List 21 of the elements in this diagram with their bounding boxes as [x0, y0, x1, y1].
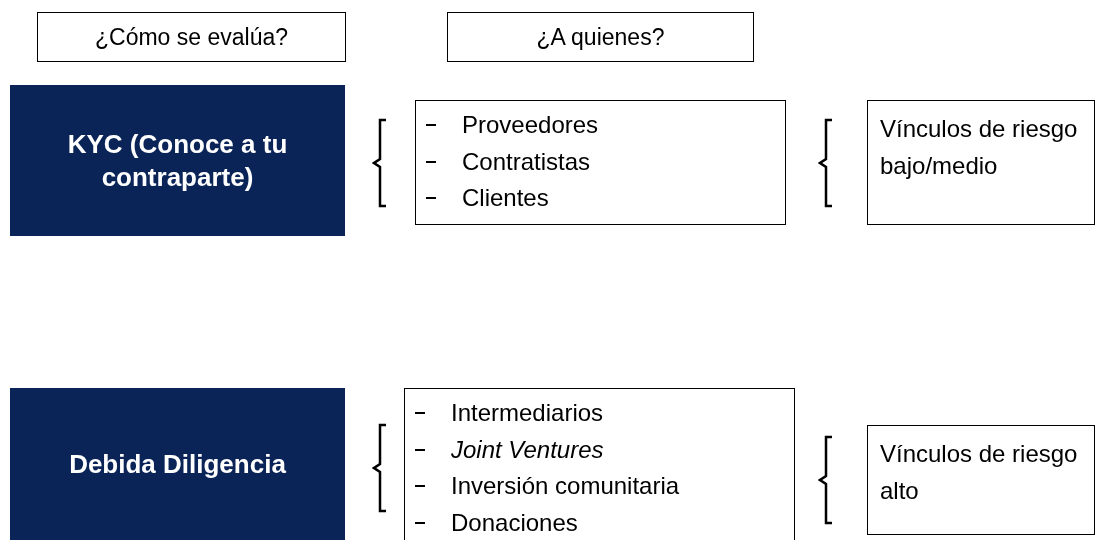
heading-text: ¿A quienes? — [536, 23, 665, 51]
heading-text: ¿Cómo se evalúa? — [94, 23, 288, 51]
list-item: Donaciones — [451, 508, 578, 536]
column-heading — [37, 12, 346, 62]
list-item: Inversión comunitaria — [451, 472, 680, 499]
list-item: Joint Ventures — [451, 435, 604, 463]
method-box — [10, 85, 345, 236]
list-item: Clientes — [462, 184, 549, 211]
text-box — [867, 100, 1095, 225]
text-box — [867, 425, 1095, 535]
column-heading — [447, 12, 754, 62]
box-text: Vínculos de riesgo bajo/medio — [880, 115, 1078, 179]
method-box — [10, 388, 345, 540]
list-item: Contratistas — [462, 147, 591, 175]
list-item: Proveedores — [462, 111, 599, 138]
list-box — [415, 100, 786, 225]
box-text: Debida Diligencia — [69, 447, 286, 481]
box-text: KYC (Conoce a tu contraparte) — [66, 128, 289, 193]
list-box — [404, 388, 795, 540]
box-text: Vínculos de riesgo alto — [880, 440, 1078, 504]
list-item: Intermediarios — [451, 399, 604, 426]
